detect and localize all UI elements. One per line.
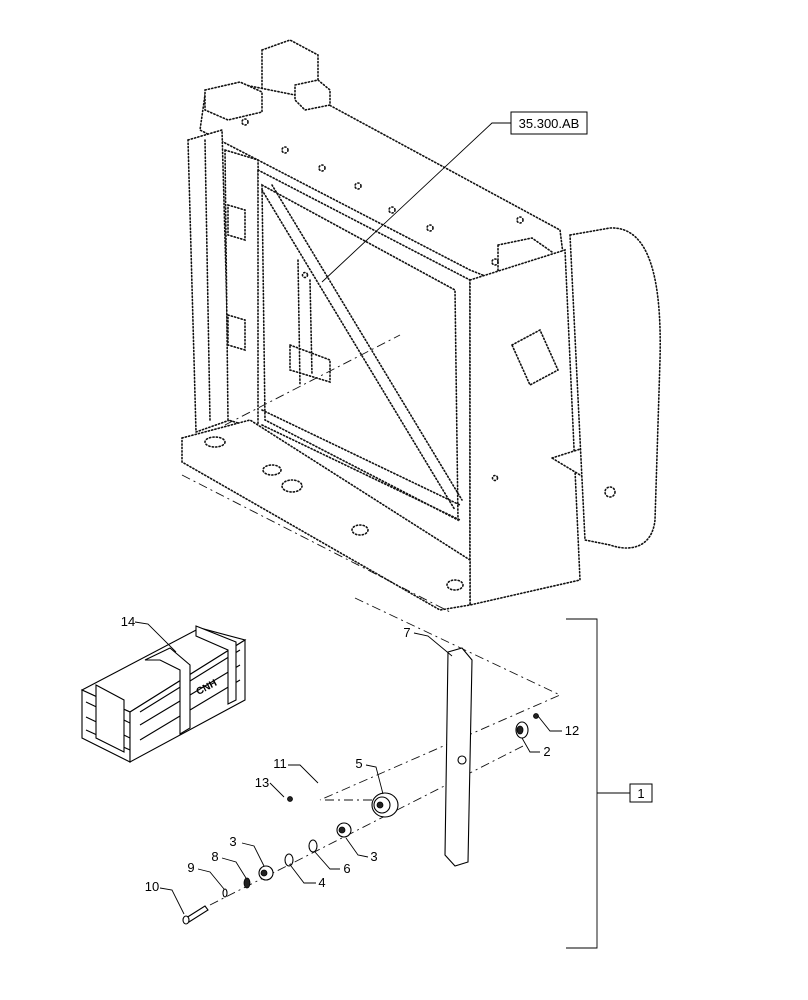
callout-9: 9 <box>187 860 194 875</box>
callout-3-right: 3 <box>370 849 377 864</box>
shipping-crate: CNH <box>80 625 247 763</box>
assembly-group-bracket: 1 <box>566 618 653 949</box>
callout-10: 10 <box>145 879 159 894</box>
callout-12: 12 <box>565 723 579 738</box>
callout-numbers: 14 7 12 2 11 13 5 3 3 6 4 8 9 10 <box>121 614 579 894</box>
callout-5: 5 <box>355 756 362 771</box>
fan-blade <box>444 647 473 867</box>
callout-2: 2 <box>543 744 550 759</box>
reference-label: 35.300.AB <box>321 111 588 283</box>
callout-3-left: 3 <box>229 834 236 849</box>
cooler-frame-assembly <box>181 39 662 613</box>
callout-leaders <box>134 621 562 915</box>
callout-4: 4 <box>318 875 325 890</box>
callout-6: 6 <box>343 861 350 876</box>
callout-14: 14 <box>121 614 135 629</box>
assembly-axis-lines <box>209 597 562 906</box>
callout-7: 7 <box>403 625 410 640</box>
callout-13: 13 <box>255 775 269 790</box>
reference-label-text: 35.300.AB <box>519 116 580 131</box>
callout-8: 8 <box>211 849 218 864</box>
group-label-text: 1 <box>637 786 644 801</box>
callout-11: 11 <box>273 756 287 771</box>
hardware-parts <box>182 713 539 925</box>
